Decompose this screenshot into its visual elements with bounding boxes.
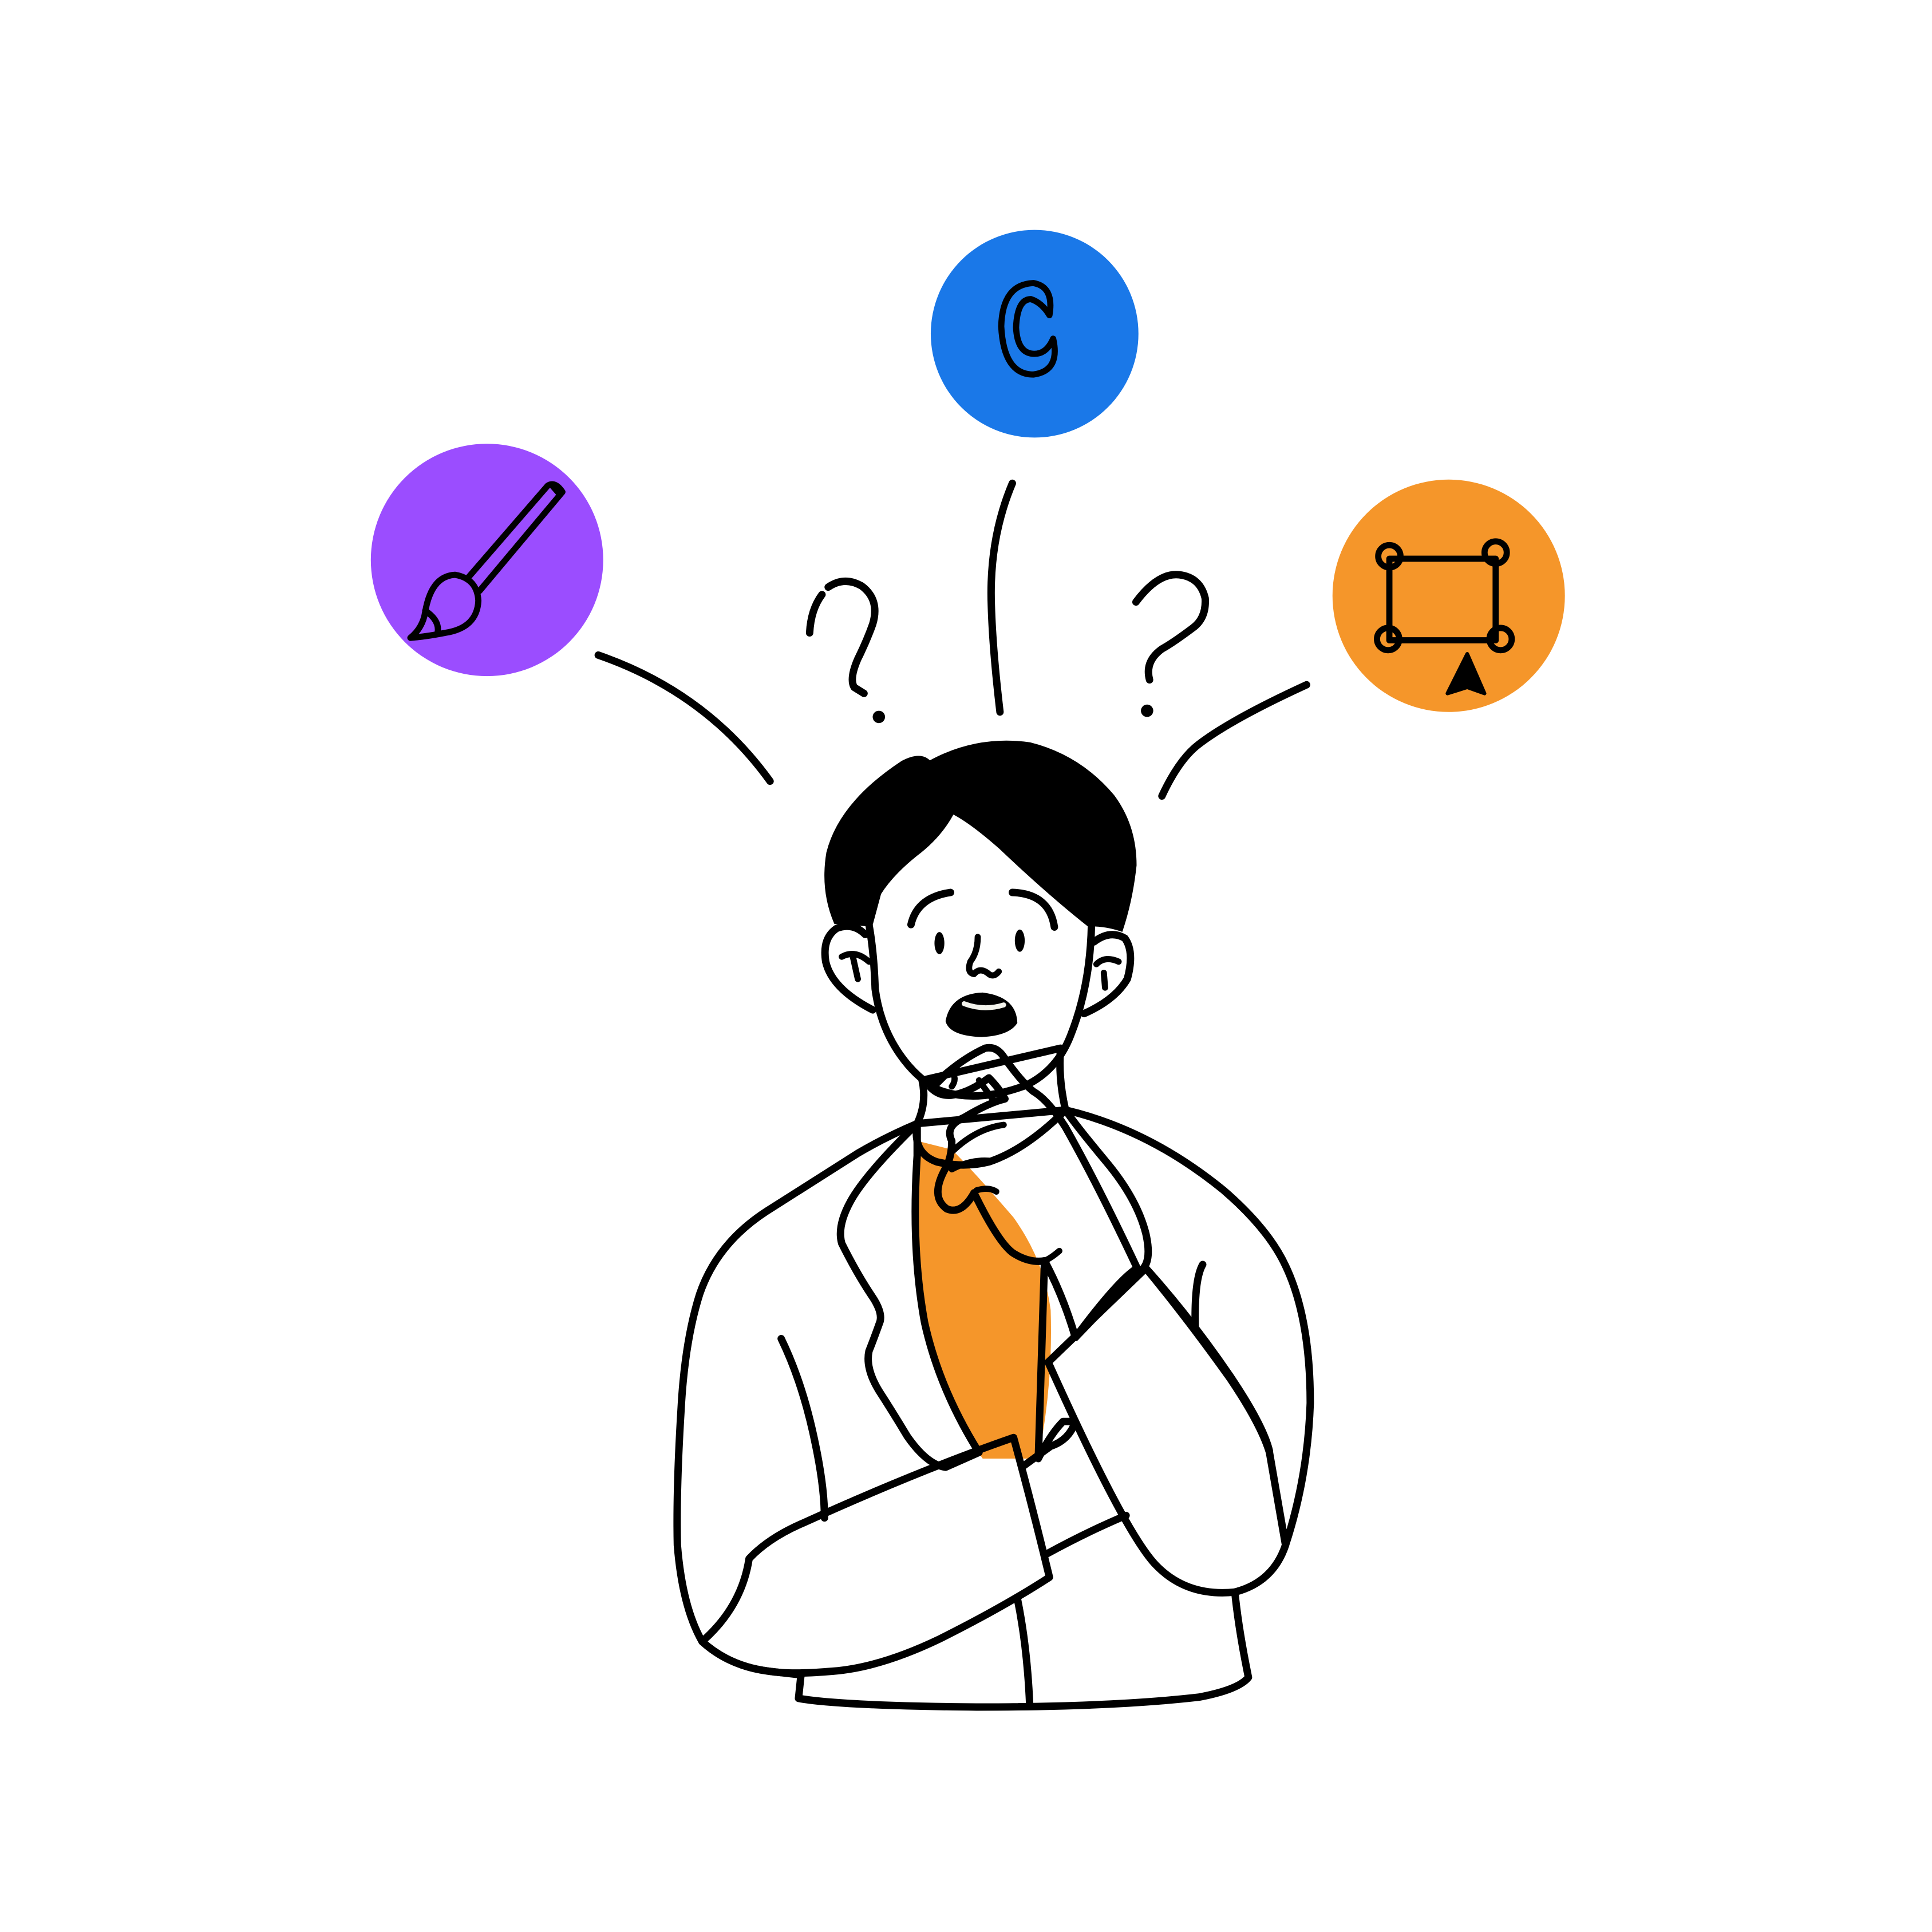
vector-select-icon [1374,538,1515,696]
left-arm [698,1433,1053,1677]
copyright-bubble [930,230,1139,438]
left-ear [821,922,876,1014]
person [673,740,1314,1711]
right-arm [1044,1264,1290,1597]
vector-select-bubble [1332,479,1565,712]
vector-select-option [1332,479,1565,712]
question-mark-right [1132,571,1209,717]
right-eye [1014,929,1025,952]
question-mark-left [805,577,886,724]
shirt [913,1141,1052,1459]
thought-lines [594,479,1310,800]
left-lapel [836,1120,983,1471]
paint-brush-icon [407,481,566,641]
left-eye [934,932,945,954]
hair [824,740,1137,932]
mouth [945,992,1018,1037]
copyright-option [930,230,1139,438]
right-ear [1080,931,1135,1018]
cursor-arrow-icon [1445,652,1487,696]
coat-body [673,1106,1314,1711]
copyright-icon [998,280,1058,378]
paint-brush-option [370,444,603,677]
